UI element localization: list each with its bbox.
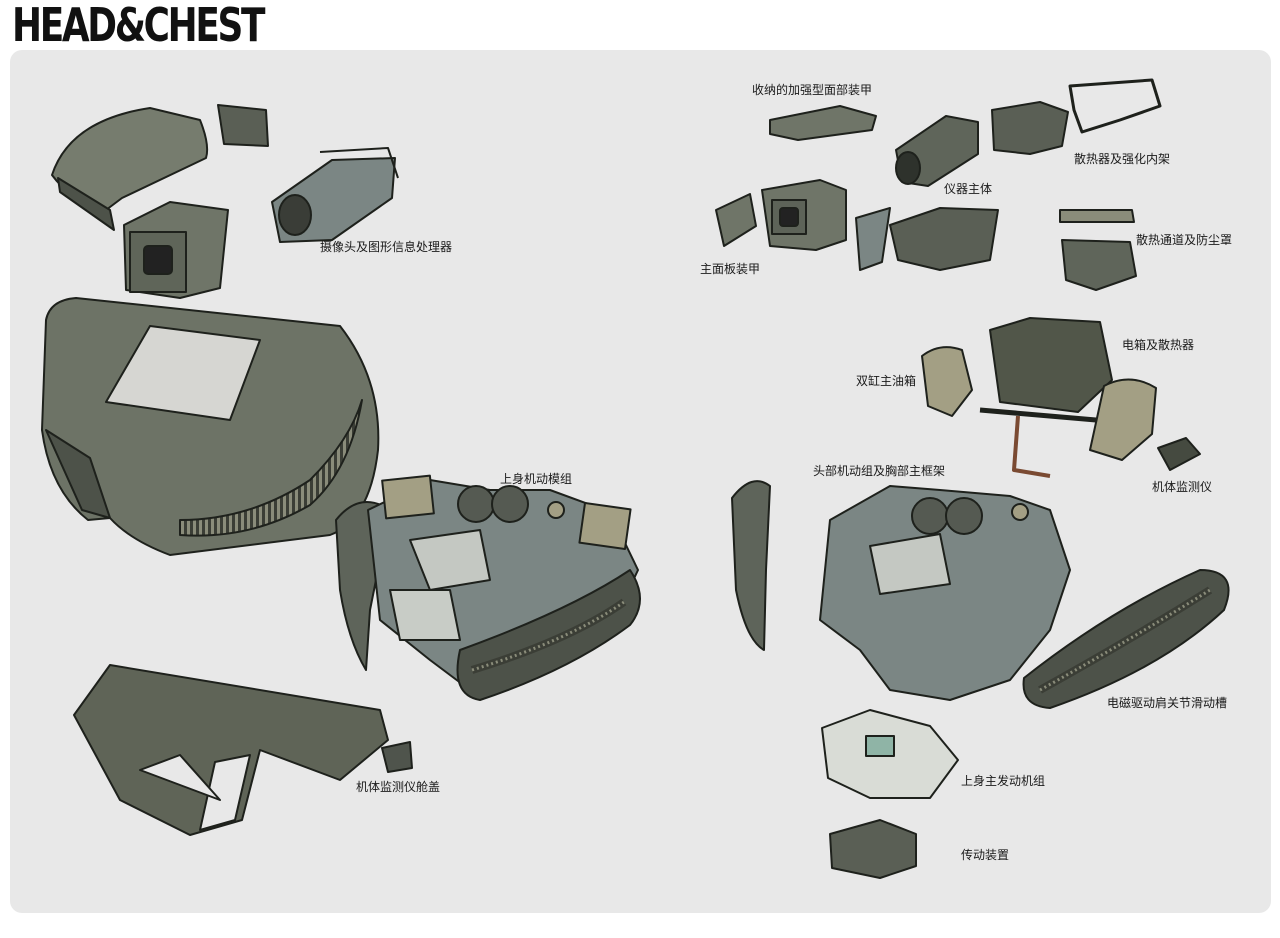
- label-instrument-body: 仪器主体: [944, 182, 993, 196]
- camera-module: [123, 201, 229, 299]
- label-head-chest-frame: 头部机动组及胸部主框架: [813, 464, 946, 478]
- cooling-duct-part: [1059, 209, 1137, 291]
- transmission-part: [829, 819, 917, 879]
- radiator-part: [991, 78, 1162, 155]
- diagram-panel: 摄像头及图形信息处理器 上身机动模组 机体监测仪舱盖 收纳的加强型面部装甲 散热…: [10, 50, 1271, 913]
- upper-body-module: [335, 474, 641, 701]
- label-upper-engine: 上身主发动机组: [961, 774, 1046, 788]
- instrument-body-part: [895, 115, 979, 187]
- twin-fuel-tank-part: [921, 346, 1157, 478]
- exploded-view-art: [41, 78, 1230, 879]
- label-main-panel-armor: 主面板装甲: [700, 262, 761, 276]
- page-title: HEAD&CHEST: [12, 0, 266, 52]
- label-camera-processor: 摄像头及图形信息处理器: [320, 240, 453, 254]
- image-processor-part: [271, 147, 399, 243]
- label-retract-face-armor: 收纳的加强型面部装甲: [752, 83, 873, 97]
- head-clip-part: [217, 104, 269, 147]
- label-battery-radiator: 电箱及散热器: [1122, 338, 1195, 352]
- monitor-hatch-cap: [381, 741, 413, 773]
- label-cooling-duct: 散热通道及防尘罩: [1136, 233, 1233, 247]
- label-radiator-frame: 散热器及强化内架: [1074, 152, 1171, 166]
- battery-radiator-part: [989, 317, 1113, 413]
- body-monitor-part: [1157, 437, 1201, 471]
- upper-engine-part: [821, 709, 959, 799]
- label-monitor-hatch: 机体监测仪舱盖: [356, 780, 441, 794]
- face-armor-shell: [41, 297, 380, 556]
- label-transmission: 传动装置: [961, 848, 1010, 862]
- head-top-cover: [51, 107, 209, 231]
- em-shoulder-slot-part: [1022, 569, 1230, 709]
- monitor-hatch-plate: [73, 664, 389, 836]
- label-body-monitor: 机体监测仪: [1152, 480, 1213, 494]
- retract-face-armor-part: [769, 105, 877, 141]
- label-twin-fuel-tank: 双缸主油箱: [856, 374, 917, 388]
- label-em-shoulder-slot: 电磁驱动肩关节滑动槽: [1107, 696, 1228, 710]
- main-panel-armor-part: [715, 179, 999, 271]
- head-chest-frame-part: [731, 480, 1071, 701]
- label-upper-body-module: 上身机动模组: [500, 472, 573, 486]
